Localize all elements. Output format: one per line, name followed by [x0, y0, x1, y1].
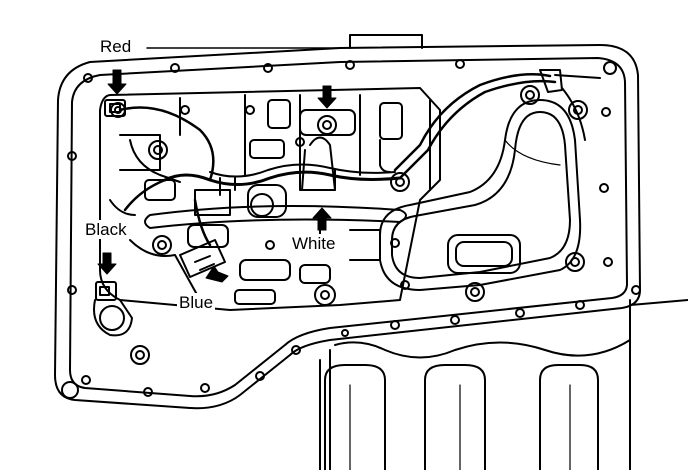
valve-body-bolts	[99, 85, 588, 365]
arrow-red	[107, 69, 127, 95]
label-black: Black	[83, 220, 129, 239]
gasket-bolt-holes	[61, 59, 641, 399]
arrow-white	[312, 207, 332, 231]
oil-strainer	[379, 99, 582, 291]
solenoid-connectors	[93, 99, 226, 337]
oil-pan	[319, 299, 688, 470]
label-blue: Blue	[177, 293, 216, 312]
pointer-arrows	[97, 69, 337, 283]
arrow-top-center	[317, 85, 337, 109]
arrow-blue	[205, 265, 229, 283]
wire-harness	[118, 69, 601, 247]
label-white: White	[290, 234, 338, 253]
label-red: Red	[100, 37, 132, 56]
gasket-outline	[54, 34, 641, 410]
arrow-black	[97, 252, 117, 275]
